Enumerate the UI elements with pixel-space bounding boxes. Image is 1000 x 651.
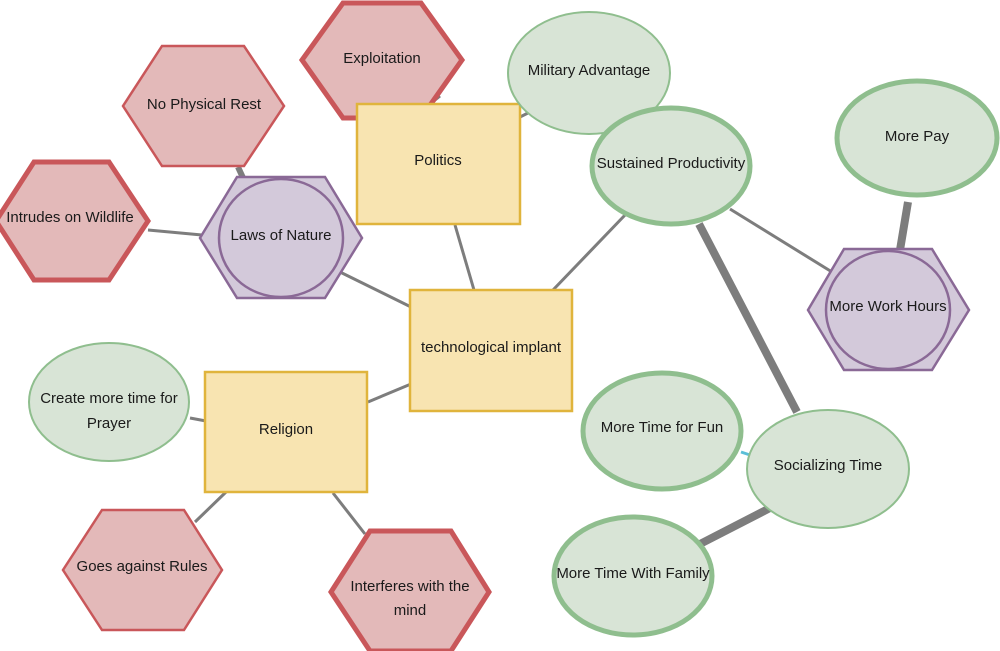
interferes-with-mind-label-line2: mind	[394, 602, 427, 619]
edge-religion-mind	[331, 492, 367, 535]
religion-node[interactable]: Religion	[203, 370, 369, 494]
edge-laws-wildlife	[147, 228, 203, 237]
edge-implant-politics	[453, 224, 476, 291]
more-time-for-fun-node[interactable]: More Time for Fun	[580, 370, 744, 492]
exploitation-node[interactable]: Exploitation	[298, 0, 466, 121]
edge-religion-prayer	[189, 416, 207, 423]
interferes-with-mind-label-line1: Interferes with the	[350, 578, 469, 595]
more-pay-ellipse	[834, 78, 1000, 198]
create-more-time-for-prayer-label-line1: Create more time for	[40, 390, 178, 407]
technological-implant-box	[408, 288, 574, 413]
religion-box	[203, 370, 369, 494]
interferes-with-mind-hexagon	[328, 528, 492, 651]
goes-against-rules-hexagon	[61, 508, 224, 632]
more-time-with-family-label: More Time With Family	[556, 565, 710, 582]
more-time-for-fun-label: More Time for Fun	[601, 419, 724, 436]
intrudes-on-wildlife-hexagon	[0, 159, 151, 283]
no-physical-rest-label: No Physical Rest	[147, 96, 262, 113]
sustained-productivity-ellipse	[589, 105, 753, 227]
intrudes-on-wildlife-node[interactable]: Intrudes on Wildlife	[0, 159, 151, 283]
edge-politics-military	[519, 111, 529, 119]
edge-productivity-workhours	[729, 207, 833, 274]
socializing-time-node[interactable]: Socializing Time	[746, 409, 910, 529]
socializing-time-label: Socializing Time	[774, 457, 882, 474]
more-work-hours-label: More Work Hours	[829, 298, 946, 315]
create-more-time-for-prayer-node[interactable]: Create more time for Prayer	[28, 342, 190, 462]
politics-box	[355, 102, 522, 226]
sustained-productivity-node[interactable]: Sustained Productivity	[589, 105, 753, 227]
edge-workhours-pay	[896, 201, 912, 251]
religion-label: Religion	[259, 421, 313, 438]
interferes-with-mind-node[interactable]: Interferes with the mind	[328, 528, 492, 651]
more-time-with-family-node[interactable]: More Time With Family	[551, 514, 715, 638]
laws-of-nature-node[interactable]: Laws of Nature	[198, 175, 364, 300]
technological-implant-node[interactable]: technological implant	[408, 288, 574, 413]
edge-socializing-family	[698, 504, 772, 548]
edge-religion-rules	[193, 490, 228, 524]
laws-of-nature-hexagon	[198, 175, 364, 300]
connectors	[147, 94, 912, 548]
politics-label: Politics	[414, 152, 462, 169]
more-time-for-fun-ellipse	[580, 370, 744, 492]
politics-node[interactable]: Politics	[355, 102, 522, 226]
laws-of-nature-inner-ellipse	[217, 177, 345, 299]
military-advantage-node[interactable]: Military Advantage	[507, 11, 671, 135]
technological-implant-label: technological implant	[421, 339, 562, 356]
edge-implant-laws	[339, 270, 412, 309]
no-physical-rest-hexagon	[121, 44, 286, 168]
more-work-hours-inner-ellipse	[824, 249, 952, 371]
laws-of-nature-label: Laws of Nature	[231, 227, 332, 244]
edge-productivity-socializing	[695, 222, 801, 414]
sustained-productivity-label: Sustained Productivity	[597, 155, 746, 172]
socializing-time-ellipse	[746, 409, 910, 529]
more-work-hours-hexagon	[806, 247, 971, 372]
create-more-time-for-prayer-ellipse	[28, 342, 190, 462]
intrudes-on-wildlife-label: Intrudes on Wildlife	[6, 209, 134, 226]
goes-against-rules-label: Goes against Rules	[77, 558, 208, 575]
goes-against-rules-node[interactable]: Goes against Rules	[61, 508, 224, 632]
edge-implant-productivity	[551, 212, 628, 292]
more-pay-label: More Pay	[885, 128, 950, 145]
more-time-with-family-ellipse	[551, 514, 715, 638]
no-physical-rest-node[interactable]: No Physical Rest	[121, 44, 286, 168]
military-advantage-label: Military Advantage	[528, 62, 651, 79]
create-more-time-for-prayer-label-line2: Prayer	[87, 415, 131, 432]
edge-implant-religion	[367, 382, 412, 404]
more-work-hours-node[interactable]: More Work Hours	[806, 247, 971, 372]
exploitation-label: Exploitation	[343, 50, 421, 67]
more-pay-node[interactable]: More Pay	[834, 78, 1000, 198]
military-advantage-ellipse	[507, 11, 671, 135]
